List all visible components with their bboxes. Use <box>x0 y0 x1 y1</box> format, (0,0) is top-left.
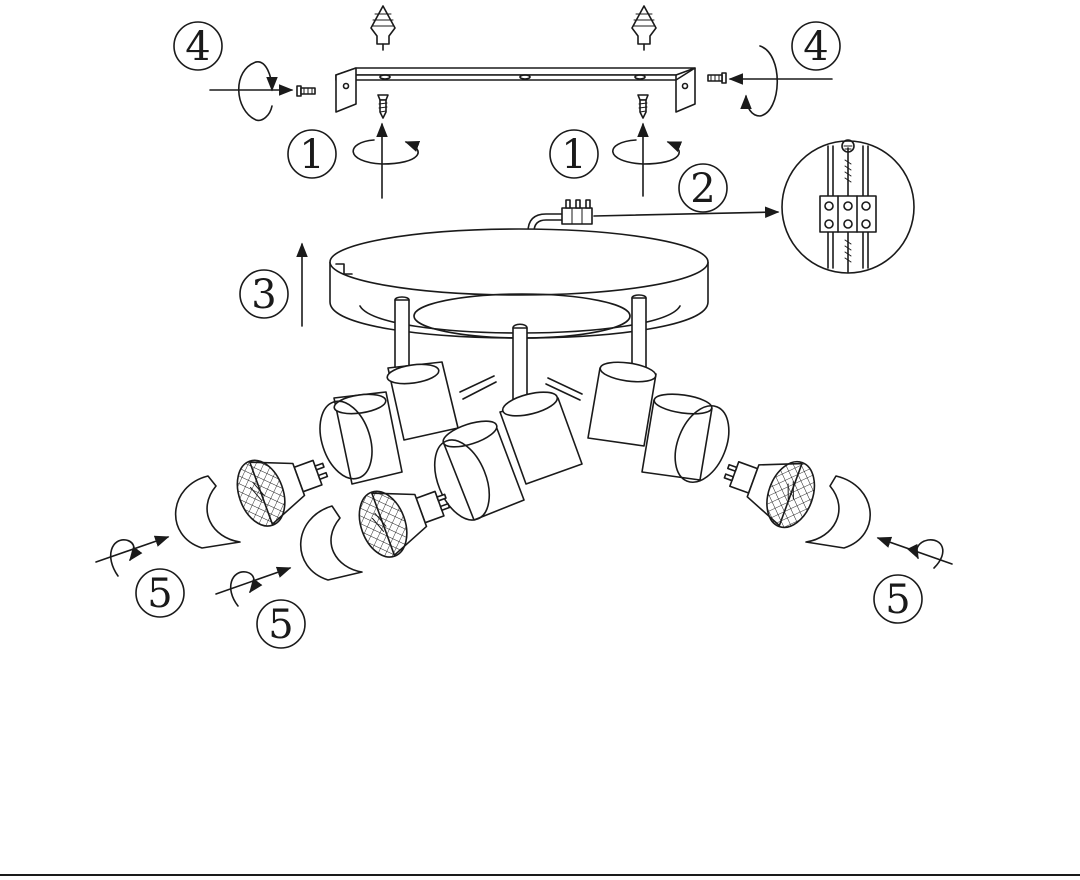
retaining-clip-right <box>805 475 871 549</box>
terminal-block <box>527 199 593 233</box>
mounting-bracket <box>335 67 696 113</box>
side-screw-left <box>296 85 316 97</box>
wall-plug-left <box>370 5 396 51</box>
mounting-screw-right <box>637 94 649 119</box>
step-4-right-arrow <box>728 45 833 117</box>
wiring-arrow <box>593 206 780 219</box>
svg-text:5: 5 <box>885 577 910 623</box>
step-5-left-arrow <box>95 535 170 577</box>
step-label-4-right: 4 <box>791 21 841 71</box>
step-4-left-arrow <box>209 61 294 122</box>
bottom-rule <box>0 874 1080 876</box>
svg-text:1: 1 <box>561 132 586 178</box>
gu10-bulb-center <box>358 490 451 558</box>
svg-text:4: 4 <box>185 24 210 70</box>
wall-plug-right <box>631 5 657 51</box>
step-5-right-arrow <box>876 536 953 569</box>
step-label-1-left: 1 <box>287 129 337 179</box>
gu10-bulb-right <box>723 460 816 529</box>
svg-text:4: 4 <box>803 24 828 70</box>
svg-text:5: 5 <box>268 602 293 648</box>
step-1-right-arrow <box>612 122 683 197</box>
svg-text:5: 5 <box>147 571 172 617</box>
svg-text:1: 1 <box>299 132 324 178</box>
spotlight-arm-right <box>631 294 647 371</box>
svg-text:2: 2 <box>690 166 715 212</box>
step-label-5-left: 5 <box>135 568 185 618</box>
step-label-2: 2 <box>678 163 728 213</box>
spotlight-head-left <box>319 361 459 485</box>
retaining-clip-left <box>174 475 241 549</box>
step-label-4-left: 4 <box>173 21 223 71</box>
wiring-detail-circle <box>781 139 915 274</box>
spotlight-head-right <box>587 361 730 483</box>
step-5-middle-arrow <box>215 566 292 607</box>
step-label-3: 3 <box>239 269 289 319</box>
step-label-1-right: 1 <box>549 129 599 179</box>
retaining-clip-center <box>299 505 363 581</box>
ceiling-canopy <box>329 228 709 339</box>
gu10-bulb-left <box>236 459 329 527</box>
side-screw-right <box>707 72 727 84</box>
svg-text:3: 3 <box>251 272 276 318</box>
step-1-left-arrow <box>352 122 421 199</box>
step-label-5-middle: 5 <box>256 599 306 649</box>
step-label-5-right: 5 <box>873 574 923 624</box>
spotlight-arm-center <box>512 323 583 409</box>
mounting-screw-left <box>377 94 389 119</box>
spotlight-head-center <box>433 391 583 521</box>
